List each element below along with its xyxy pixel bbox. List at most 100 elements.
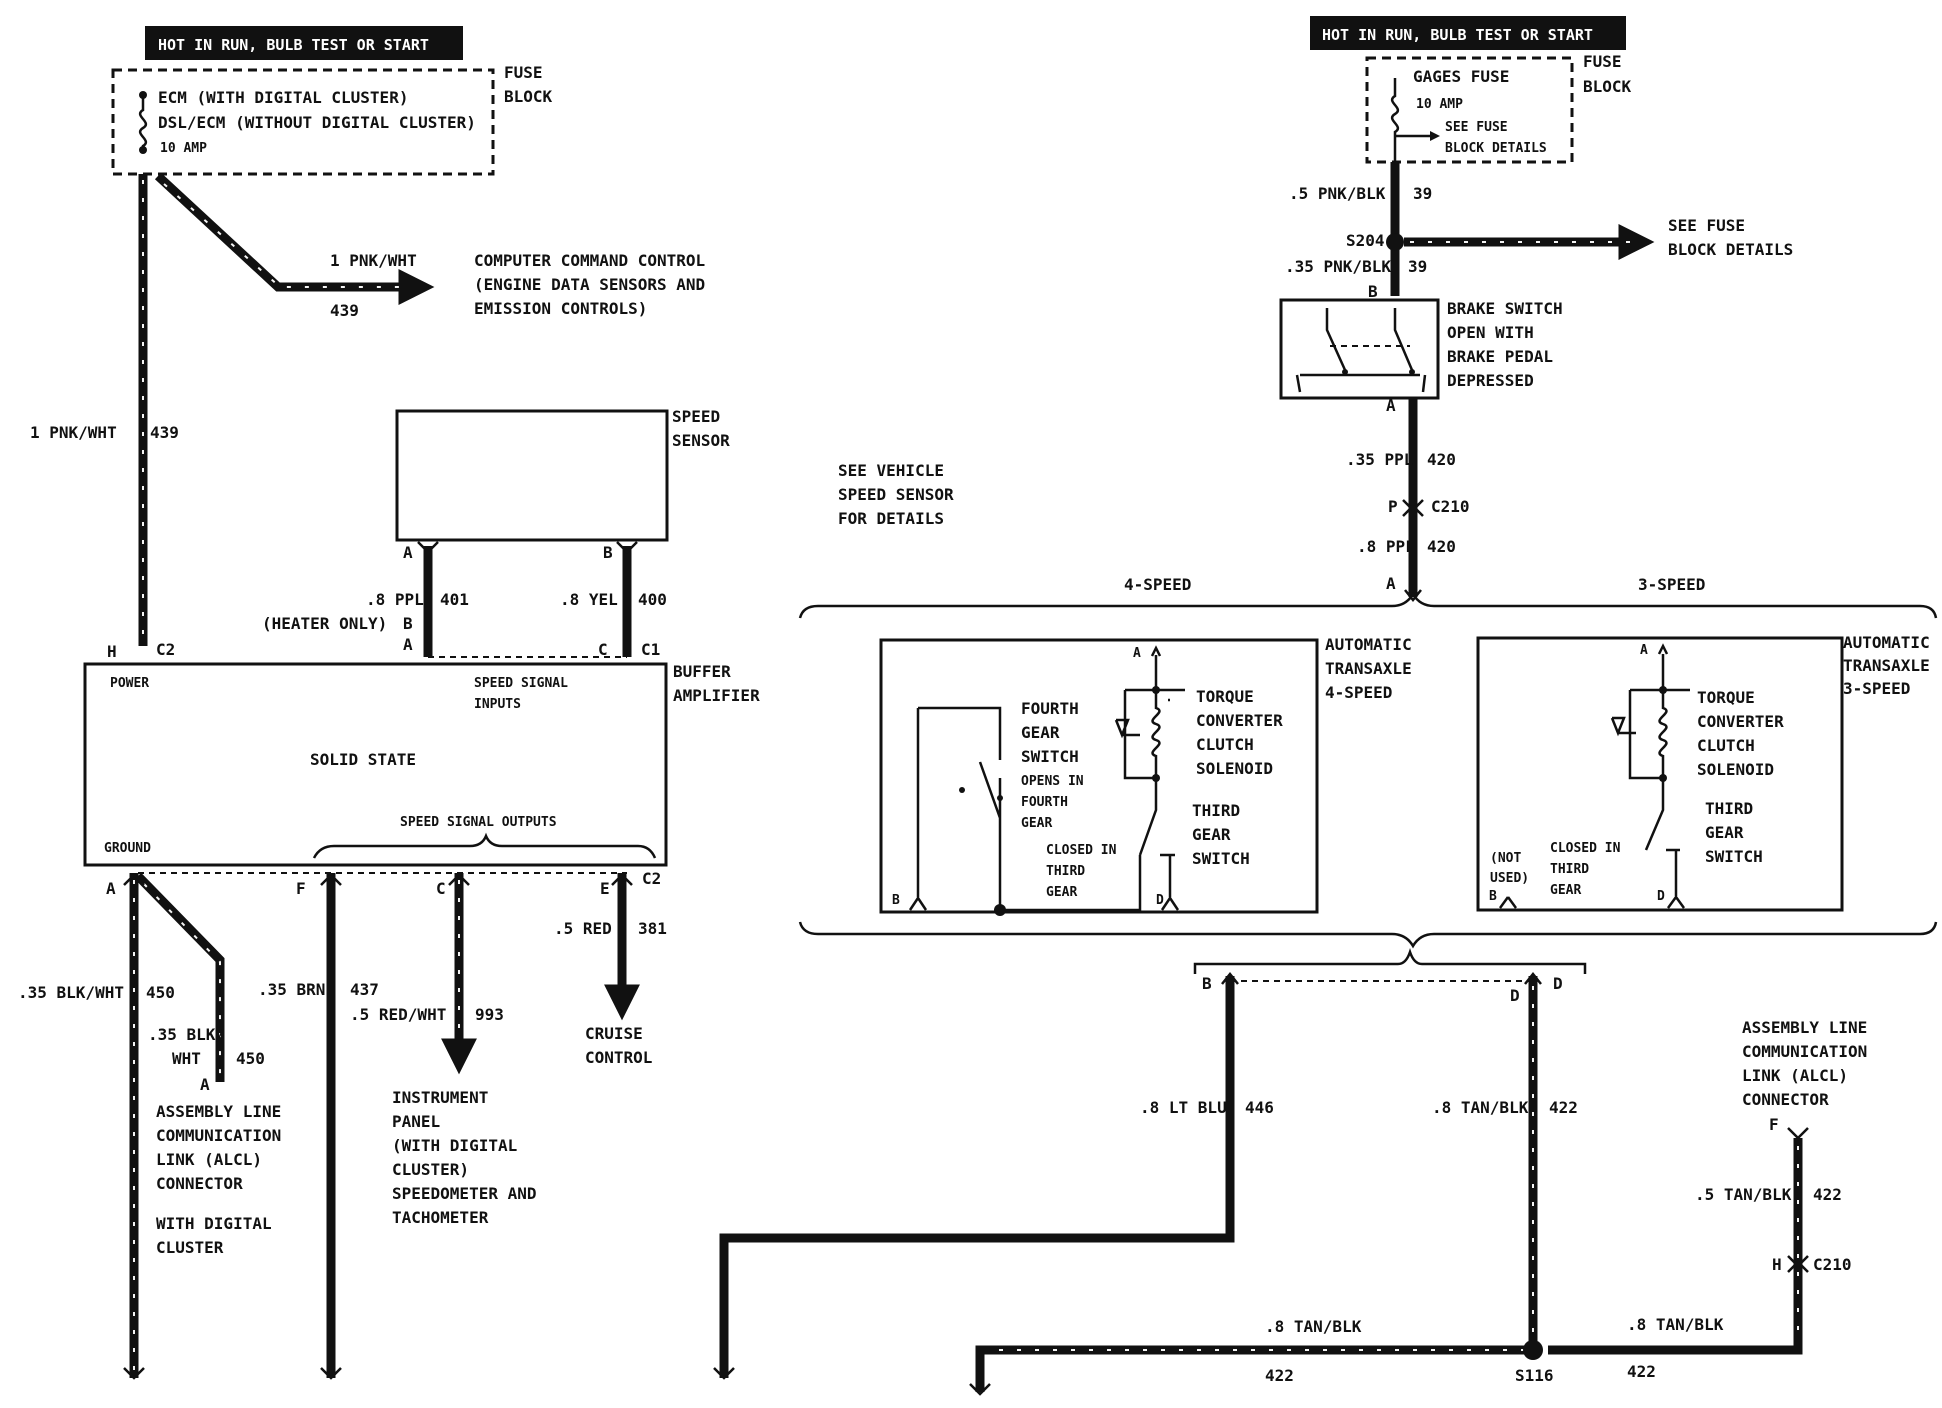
three-speed-tcc-3: CLUTCH bbox=[1697, 736, 1755, 755]
brake-switch-box bbox=[1279, 298, 1440, 400]
buffer-inputs-1: SPEED SIGNAL bbox=[474, 676, 568, 691]
vss-note-2: SPEED SENSOR bbox=[838, 485, 954, 504]
red-wire-circuit: 381 bbox=[638, 919, 667, 938]
ip-line-3: (WITH DIGITAL bbox=[392, 1136, 517, 1155]
right-fuse-block bbox=[1365, 56, 1574, 164]
brake-pin-a: A bbox=[1386, 396, 1396, 415]
cruise-line-2: CONTROL bbox=[585, 1048, 652, 1067]
buffer-ground: GROUND bbox=[104, 841, 151, 856]
brake-see-2: BLOCK DETAILS bbox=[1668, 240, 1793, 259]
conn-ground-end-icon bbox=[123, 1367, 145, 1380]
four-speed-pin-b: B bbox=[892, 893, 900, 908]
left-fuse-element-icon bbox=[138, 92, 148, 152]
conn-446-end-icon bbox=[713, 1367, 735, 1380]
wire-422-alcl bbox=[1548, 1138, 1803, 1355]
main-wire-color: 1 PNK/WHT bbox=[30, 423, 117, 442]
three-speed-dot-2 bbox=[1659, 774, 1667, 782]
buffer-pin-e: E bbox=[600, 879, 610, 898]
three-speed-cl-3: GEAR bbox=[1550, 883, 1581, 898]
bottom-pin-b: B bbox=[1202, 974, 1212, 993]
right-fuse-section: HOT IN RUN, BULB TEST OR START FUSE BLOC… bbox=[1310, 16, 1632, 164]
buffer-label-1: BUFFER bbox=[673, 662, 731, 681]
buffer-pin-c-top: C bbox=[598, 640, 608, 659]
alcl-wire-color-2: WHT bbox=[172, 1049, 201, 1068]
three-speed-cl-1: CLOSED IN bbox=[1550, 841, 1621, 856]
right-header-box bbox=[1310, 16, 1626, 50]
four-speed-fg-2: GEAR bbox=[1021, 723, 1060, 742]
brake-ppl-color: .35 PPL bbox=[1346, 450, 1413, 469]
brake-wire-top-color: .5 PNK/BLK bbox=[1289, 184, 1386, 203]
four-speed-pin-d: D bbox=[1156, 893, 1164, 908]
three-speed-cl-2: THIRD bbox=[1550, 862, 1589, 877]
wire-450-alcl-stripe bbox=[143, 883, 221, 1076]
speed-heater-pin: B bbox=[403, 614, 413, 633]
brn-wire-circuit: 437 bbox=[350, 980, 379, 999]
right-fuse-element-icon bbox=[1390, 78, 1400, 162]
alcl-right-wire-color: .5 TAN/BLK bbox=[1695, 1185, 1792, 1204]
four-speed-fg-1: FOURTH bbox=[1021, 699, 1079, 718]
brake-wire-mid-color: .35 PNK/BLK bbox=[1285, 257, 1391, 276]
buffer-outputs-brace bbox=[312, 832, 657, 859]
three-speed-tcc-4: SOLENOID bbox=[1697, 760, 1774, 779]
speed-wire-a-color: .8 PPL bbox=[366, 590, 424, 609]
four-speed-box bbox=[879, 638, 1319, 914]
splice-s116-icon bbox=[1523, 1340, 1543, 1360]
four-speed-tg-1: THIRD bbox=[1192, 801, 1240, 820]
lt-blu-wire-circuit: 446 bbox=[1245, 1098, 1274, 1117]
wire-420-arrow-icon bbox=[1404, 589, 1422, 603]
four-speed-contact-2 bbox=[997, 795, 1003, 801]
brake-pin-a2: A bbox=[1386, 574, 1396, 593]
alcl-right-wire-circuit: 422 bbox=[1813, 1185, 1842, 1204]
four-speed-cl-2: THIRD bbox=[1046, 864, 1085, 879]
brake-label-4: DEPRESSED bbox=[1447, 371, 1534, 390]
conn-c-icon bbox=[448, 873, 470, 886]
left-fuse-block-label-1: FUSE bbox=[504, 63, 543, 82]
left-fuse-line-1: ECM (WITH DIGITAL CLUSTER) bbox=[158, 88, 408, 107]
four-speed-fg-5: FOURTH bbox=[1021, 795, 1068, 810]
conn-b-top-icon bbox=[616, 541, 638, 554]
buffer-pin-a: A bbox=[106, 879, 116, 898]
bottom-pin-d-right: D bbox=[1553, 974, 1563, 993]
alcl-wire-color-1: .35 BLK/ bbox=[148, 1025, 225, 1044]
bottom-pin-d-left: D bbox=[1510, 986, 1520, 1005]
gnd-wire-circuit: 450 bbox=[146, 983, 175, 1002]
buffer-conn-c2-bottom: C2 bbox=[642, 869, 661, 888]
four-speed-tcc-4: SOLENOID bbox=[1196, 759, 1273, 778]
conn-422-end-icon bbox=[969, 1383, 991, 1396]
conn-e-icon bbox=[611, 873, 633, 886]
brake-label-1: BRAKE SWITCH bbox=[1447, 299, 1563, 318]
right-fuse-block-label-1: FUSE bbox=[1583, 52, 1622, 71]
brake-contact-1 bbox=[1342, 369, 1348, 375]
brake-splice: S204 bbox=[1346, 231, 1385, 250]
top-brace bbox=[798, 591, 1938, 619]
right-fuse-name: GAGES FUSE bbox=[1413, 67, 1509, 86]
alcl-right-conn: C210 bbox=[1813, 1255, 1852, 1274]
four-speed-title-2: TRANSAXLE bbox=[1325, 659, 1412, 678]
four-speed-tcc-3: CLUTCH bbox=[1196, 735, 1254, 754]
brake-ppl-circuit: 420 bbox=[1427, 450, 1456, 469]
three-speed-nu-1: (NOT bbox=[1490, 851, 1521, 866]
three-speed-pin-a: A bbox=[1640, 643, 1648, 658]
alcl-right-3: LINK (ALCL) bbox=[1742, 1066, 1848, 1085]
conn-437-end-icon bbox=[320, 1367, 342, 1380]
buffer-amplifier-box bbox=[83, 662, 668, 867]
speed-sensor-box bbox=[395, 409, 669, 542]
left-fuse-dot-bottom bbox=[139, 146, 147, 154]
three-speed-tg-1: THIRD bbox=[1705, 799, 1753, 818]
conn-422-top-icon bbox=[1524, 971, 1542, 985]
ccc-line-2: (ENGINE DATA SENSORS AND bbox=[474, 275, 705, 294]
three-speed-pin-b: B bbox=[1489, 889, 1497, 904]
four-speed-tcc-2: CONVERTER bbox=[1196, 711, 1283, 730]
alcl-line-4: CONNECTOR bbox=[156, 1174, 243, 1193]
buffer-pin-a-top: A bbox=[403, 635, 413, 654]
bottom-small-brace bbox=[1193, 948, 1587, 974]
main-wire-circuit: 439 bbox=[150, 423, 179, 442]
left-header: HOT IN RUN, BULB TEST OR START bbox=[158, 36, 429, 54]
alcl-wire-circuit: 450 bbox=[236, 1049, 265, 1068]
brake-contact-2 bbox=[1409, 369, 1415, 375]
buffer-solid-state: SOLID STATE bbox=[310, 750, 416, 769]
four-speed-tg-2: GEAR bbox=[1192, 825, 1231, 844]
four-speed-fg-4: OPENS IN bbox=[1021, 774, 1084, 789]
wire-439-branch bbox=[154, 172, 435, 305]
buffer-power: POWER bbox=[110, 676, 149, 691]
